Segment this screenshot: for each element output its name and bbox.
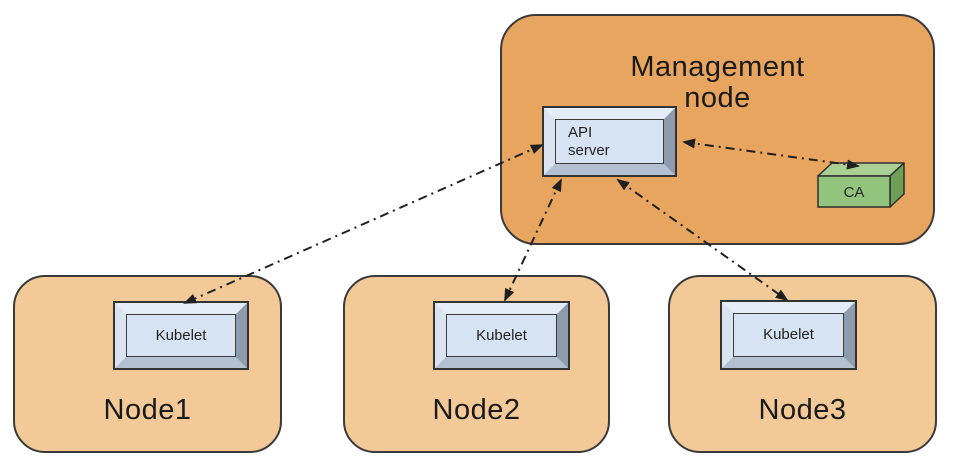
api-server-box: API server <box>542 106 677 177</box>
node2-label: Node2 <box>432 394 521 426</box>
api-server-bevel <box>544 108 675 175</box>
node2-kubelet-label: Kubelet <box>446 314 557 357</box>
node3-label: Node3 <box>758 394 847 426</box>
node3-kubelet-box: Kubelet <box>720 300 857 370</box>
node2-kubelet-box: Kubelet <box>433 301 570 370</box>
node1-kubelet-box: Kubelet <box>113 301 249 370</box>
ca-box: CA <box>817 162 905 208</box>
ca-label: CA <box>844 184 865 201</box>
node3-kubelet-label: Kubelet <box>733 313 844 357</box>
management-node-label: Management node <box>630 51 805 114</box>
node1-label: Node1 <box>103 394 192 426</box>
ca-front-face <box>817 175 891 208</box>
node1-kubelet-label: Kubelet <box>126 314 236 357</box>
api-server-label: API server <box>568 123 610 159</box>
